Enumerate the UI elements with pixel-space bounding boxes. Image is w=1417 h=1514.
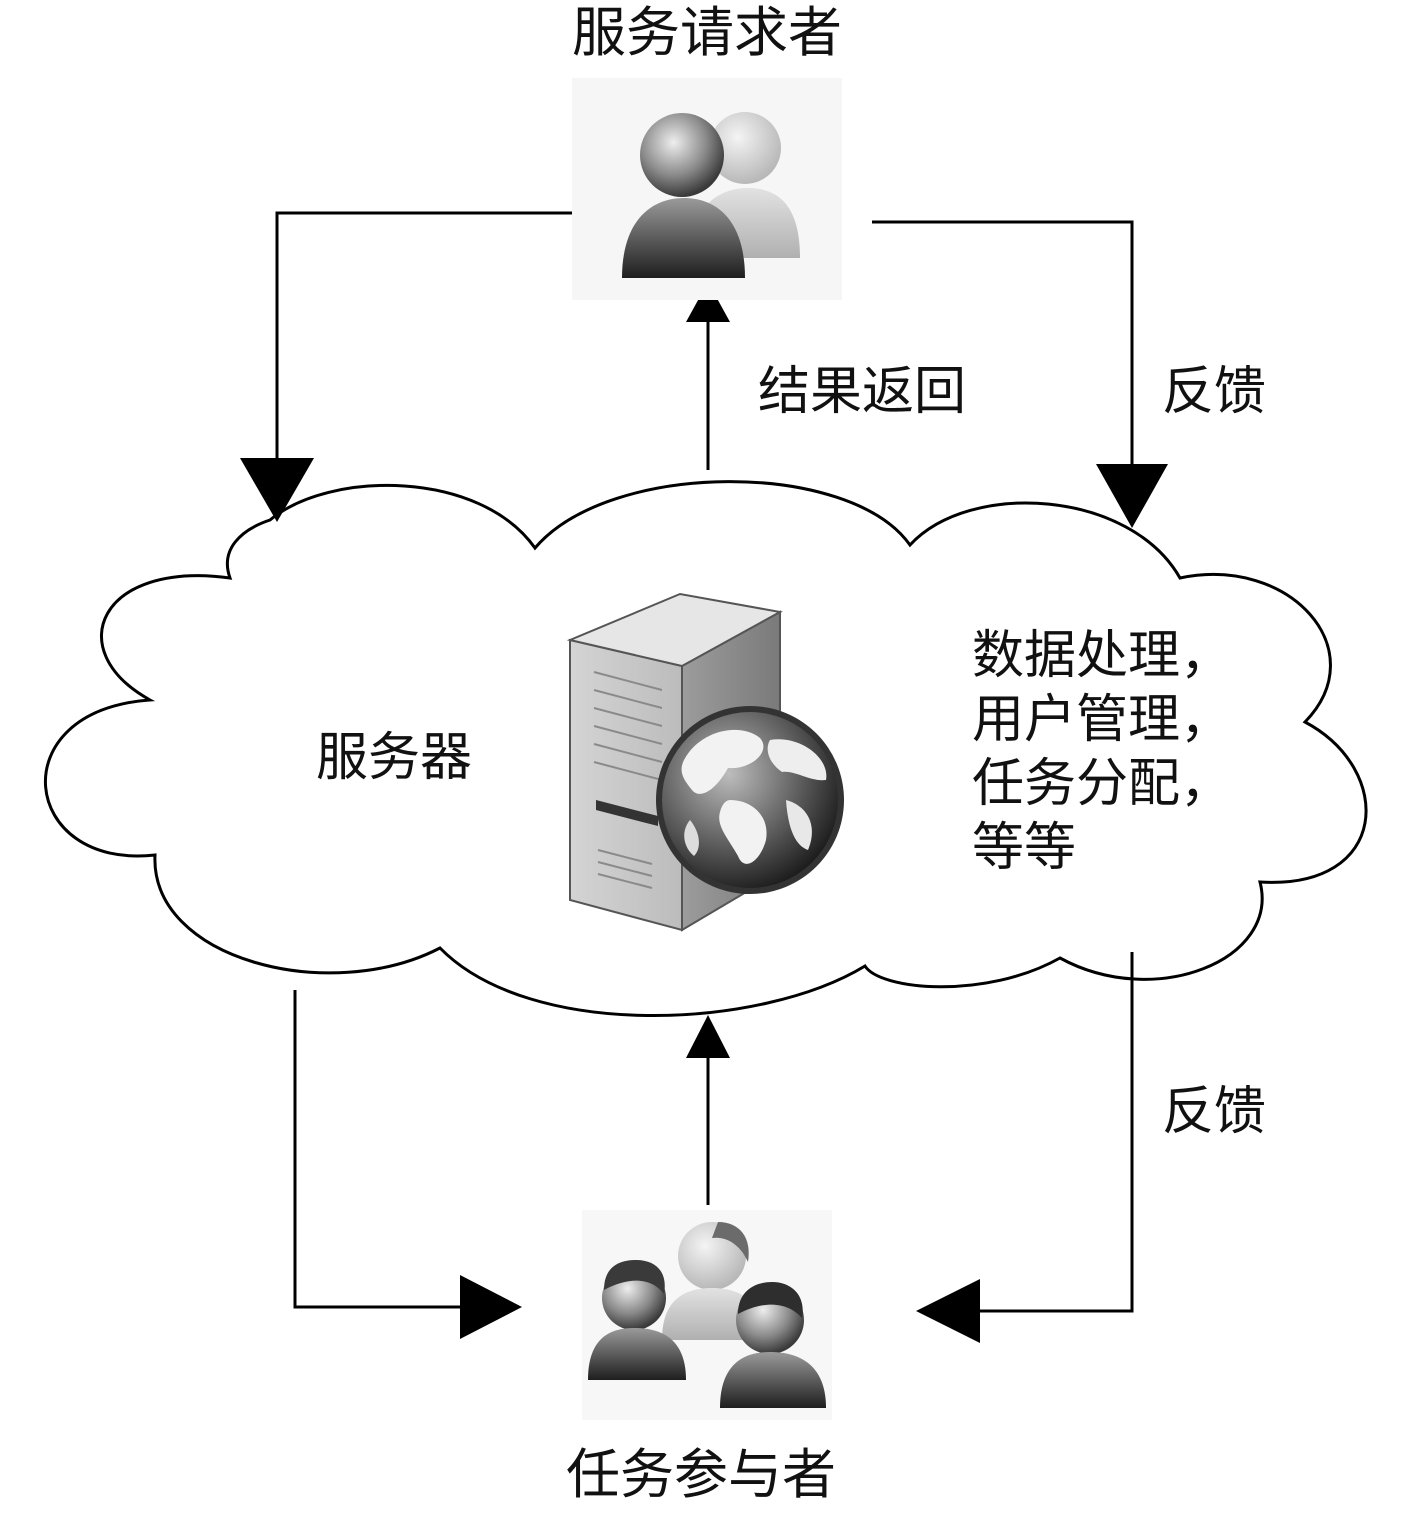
user-group-icon (582, 1210, 832, 1420)
arrowhead-right-bottom (460, 1275, 522, 1339)
two-users-icon (572, 78, 842, 300)
edge-server-feedback-bottom (970, 952, 1134, 1313)
edge-requester-feedback (872, 220, 1134, 468)
feedback-bottom-label: 反馈 (1162, 1082, 1267, 1142)
arrowhead-down-left (240, 458, 314, 522)
arrowhead-left-bottom (916, 1279, 980, 1343)
arrowhead-up-top (686, 282, 730, 322)
server-functions-text: 数据处理， 用户管理， 任务分配， 等等 (972, 626, 1233, 878)
arrowhead-up-bottom (686, 1015, 730, 1058)
web-server-globe-icon (566, 592, 844, 932)
edge-requester-to-server (275, 211, 580, 470)
result-return-label: 结果返回 (758, 362, 967, 422)
edge-server-to-participants (293, 990, 470, 1309)
feedback-top-label: 反馈 (1162, 362, 1267, 422)
server-label: 服务器 (316, 728, 473, 788)
requester-label: 服务请求者 (572, 1, 842, 64)
arrowhead-down-right (1096, 464, 1168, 528)
participants-label: 任务参与者 (566, 1443, 836, 1506)
